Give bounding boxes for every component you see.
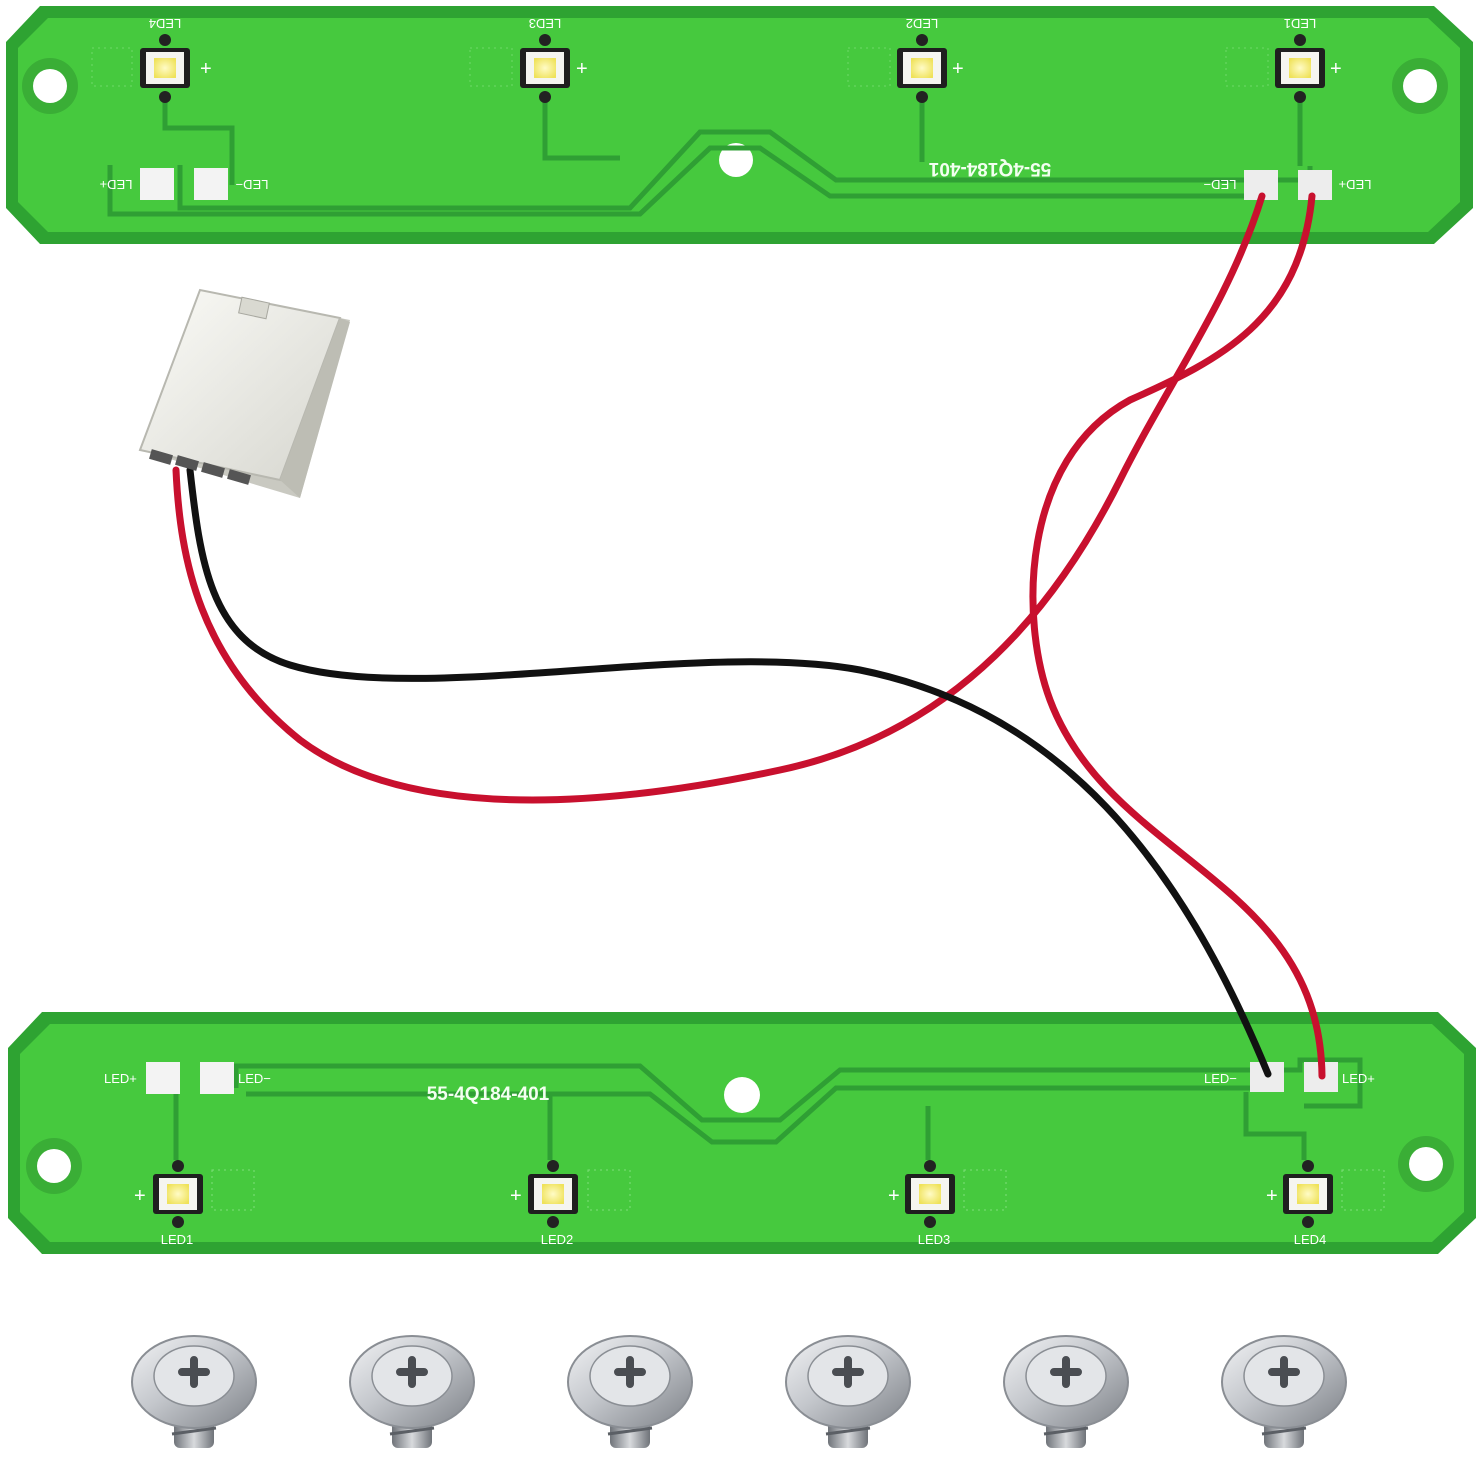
top-plus-4: + <box>200 58 212 80</box>
top-led-board: LED4 LED3 LED2 LED1 + + + + LED+ LED− LE… <box>6 6 1473 244</box>
bottom-led-3 <box>905 1160 955 1228</box>
screws <box>131 1335 1347 1448</box>
bottom-plus-2: + <box>510 1185 522 1207</box>
screw-2 <box>349 1335 475 1448</box>
top-board-surface <box>18 18 1460 232</box>
screw-1 <box>131 1335 257 1448</box>
bottom-plus-4: + <box>1266 1185 1278 1207</box>
top-mount-hole-right <box>1392 58 1448 114</box>
top-plus-3: + <box>576 58 588 80</box>
bottom-led-4 <box>1283 1160 1333 1228</box>
top-plus-2: + <box>952 58 964 80</box>
bottom-led2-label: LED2 <box>541 1232 574 1247</box>
bottom-mount-hole-left <box>26 1138 82 1194</box>
screw-5 <box>1003 1335 1129 1448</box>
bottom-pad-right-minus-label: LED− <box>1204 1071 1237 1086</box>
top-led-4 <box>140 34 190 103</box>
top-pad-left-plus-label: LED+ <box>100 177 133 192</box>
top-pad-left-plus <box>140 168 174 200</box>
top-led1-label: LED1 <box>1284 16 1317 31</box>
top-traces <box>107 95 1313 217</box>
top-led-3 <box>520 34 570 103</box>
black-wire-connector-to-bottom <box>186 466 1272 1078</box>
top-pad-right-plus-label: LED+ <box>1339 177 1372 192</box>
bottom-plus-1: + <box>134 1185 146 1207</box>
bottom-led-2 <box>528 1160 578 1228</box>
bottom-part-number: 55-4Q184-401 <box>427 1084 550 1105</box>
top-led-2 <box>897 34 947 103</box>
top-mount-hole-center <box>719 143 753 177</box>
top-led-1 <box>1275 34 1325 103</box>
top-plus-1: + <box>1330 58 1342 80</box>
bottom-silk-dots <box>211 1169 1385 1211</box>
bottom-pad-left-plus-label: LED+ <box>104 1071 137 1086</box>
bottom-led-board: LED+ LED− LED− LED+ 55-4Q184-401 + + + +… <box>8 1012 1476 1254</box>
bottom-pad-left-minus-label: LED− <box>238 1071 271 1086</box>
top-led2-label: LED2 <box>906 16 939 31</box>
wire-harness <box>172 192 1326 1080</box>
connector-plug-icon <box>138 288 350 498</box>
top-pad-right-minus-label: LED− <box>1204 177 1237 192</box>
top-part-number: 55-4Q184-401 <box>928 158 1051 179</box>
bottom-led-1 <box>153 1160 203 1228</box>
top-pad-left-minus-label: LED− <box>236 177 269 192</box>
bottom-mount-hole-center <box>724 1077 760 1113</box>
red-wire-connector-to-top <box>172 192 1266 804</box>
top-mount-hole-left <box>22 58 78 114</box>
top-led4-label: LED4 <box>149 16 182 31</box>
bottom-pad-left-minus <box>200 1062 234 1094</box>
top-silk-dots <box>91 47 1269 87</box>
red-wire-top-to-bottom <box>1029 192 1326 1080</box>
screw-6 <box>1221 1335 1347 1448</box>
bottom-led1-label: LED1 <box>161 1232 194 1247</box>
top-led3-label: LED3 <box>529 16 562 31</box>
top-pad-left-minus <box>194 168 228 200</box>
bottom-pad-left-plus <box>146 1062 180 1094</box>
screw-3 <box>567 1335 693 1448</box>
bottom-plus-3: + <box>888 1185 900 1207</box>
bottom-led4-label: LED4 <box>1294 1232 1327 1247</box>
bottom-led3-label: LED3 <box>918 1232 951 1247</box>
bottom-pad-right-plus-label: LED+ <box>1342 1071 1375 1086</box>
bottom-traces <box>173 1057 1363 1160</box>
bottom-board-surface <box>20 1024 1464 1242</box>
screw-4 <box>785 1335 911 1448</box>
bottom-mount-hole-right <box>1398 1136 1454 1192</box>
